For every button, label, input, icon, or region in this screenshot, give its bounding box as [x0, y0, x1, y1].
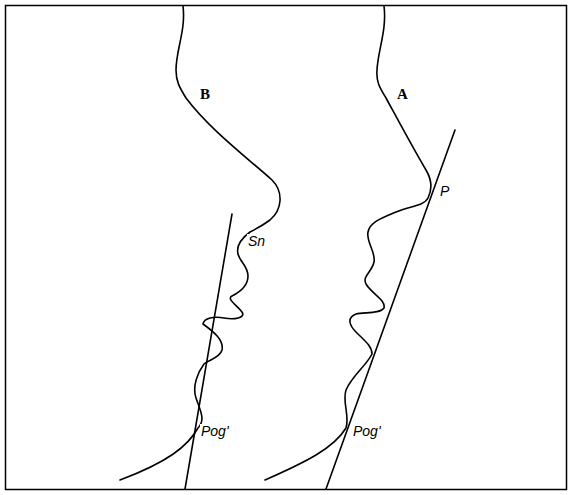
profile-a	[265, 6, 431, 480]
reference-line-b	[185, 214, 232, 489]
reference-line-a	[326, 130, 455, 489]
profile-b	[120, 6, 280, 480]
landmark-label: Pog'	[200, 424, 230, 438]
landmark-label: P	[439, 184, 450, 198]
landmark-label: Sn	[247, 234, 266, 248]
frame	[6, 6, 567, 490]
profile-label: A	[396, 87, 409, 102]
landmark-label: Pog'	[352, 424, 382, 438]
profile-label: B	[199, 87, 211, 102]
